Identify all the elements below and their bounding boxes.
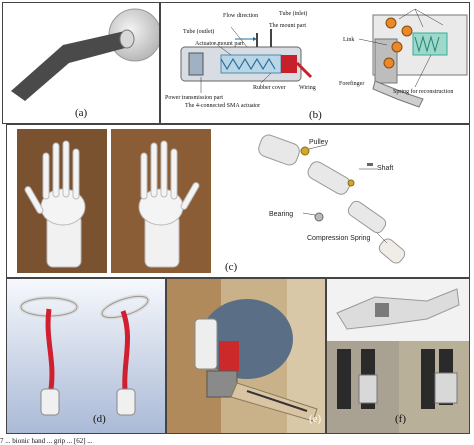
actuator-mount-part-label: Actuator mount part [195, 41, 244, 47]
prosthetic-finger-illustration [11, 8, 159, 101]
tube-inlet-label: Tube (inlet) [279, 11, 308, 17]
panel-a: (a) [2, 2, 160, 124]
panel-a-label: (a) [75, 107, 88, 119]
panel-e-label: (e) [309, 413, 322, 425]
figure-caption: 7 ... bionic hand ... grip ... [62] ... [0, 437, 93, 445]
arm-exoskeleton-photo [167, 279, 325, 433]
knee-orthosis-photos [327, 279, 469, 433]
rubber-cover-label: Rubber cover [253, 85, 286, 91]
forefinger-label: Forefinger [339, 81, 365, 87]
panel-c-label: (c) [225, 261, 238, 273]
bearing-label: Bearing [269, 211, 294, 218]
sma-actuator-label: The 4-connected SMA actuator [185, 103, 261, 109]
panel-f-label: (f) [395, 413, 406, 425]
panel-b: Flow direction Tube (outlet) Tube (inlet… [160, 2, 470, 124]
panel-e: (e) [166, 278, 326, 434]
panel-c: Pulley Shaft Bearing Compression Spring … [6, 124, 470, 278]
compression-spring-label: Compression Spring [307, 235, 371, 242]
wiring-label: Wiring [299, 85, 316, 91]
panel-d: (d) [6, 278, 166, 434]
panel-f: (f) [326, 278, 470, 434]
flow-direction-label: Flow direction [223, 13, 259, 19]
power-transmission-label: Power transmission part [165, 95, 223, 101]
mount-part-label: The mount part [269, 23, 306, 29]
sma-steering-illustration [7, 279, 165, 433]
tube-outlet-label: Tube (outlet) [183, 29, 215, 35]
spring-label: Spring for reconstruction [393, 89, 454, 95]
sma-actuator-illustration [180, 8, 468, 108]
shaft-label: Shaft [377, 165, 394, 172]
robotic-hand-and-finger-exploded-view [17, 129, 406, 273]
panel-b-label: (b) [309, 109, 322, 121]
pulley-label: Pulley [309, 139, 329, 146]
panel-d-label: (d) [93, 413, 106, 425]
link-label: Link [343, 37, 355, 43]
